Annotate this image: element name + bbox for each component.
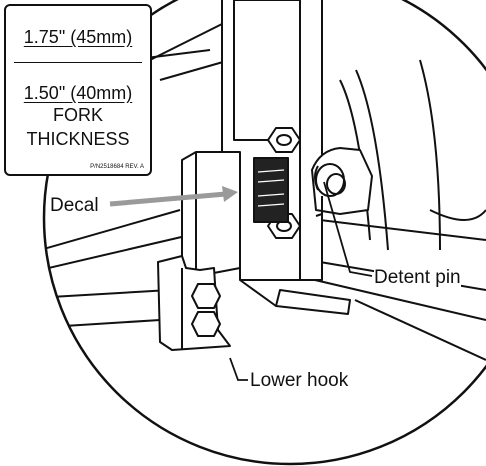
detent-pin-leader <box>323 181 373 277</box>
lower-hook-leader <box>229 357 248 381</box>
decal-arrow <box>109 186 238 207</box>
decal-callout-label: Decal <box>50 195 99 216</box>
plate-decal <box>253 157 289 223</box>
decal-part-number: P/N2518684 REV. A <box>90 164 144 170</box>
decal-line-2: 1.50" (40mm) <box>23 83 133 103</box>
upper-bolt <box>267 127 301 153</box>
decal-line-4: THICKNESS <box>26 129 130 149</box>
lower-hook-part <box>157 255 351 351</box>
decal-divider <box>14 62 142 63</box>
detent-pin-assembly <box>311 147 373 217</box>
decal-label-box: 1.75" (45mm) 1.50" (40mm) FORK THICKNESS… <box>4 4 152 176</box>
decal-line-1: 1.75" (45mm) <box>23 27 133 47</box>
lower-hook-callout-label: Lower hook <box>250 370 349 391</box>
side-tab <box>181 151 241 277</box>
fork-frame <box>44 19 486 361</box>
decal-line-3: FORK <box>52 105 103 125</box>
detent-pin-callout-label: Detent pin <box>374 267 461 288</box>
